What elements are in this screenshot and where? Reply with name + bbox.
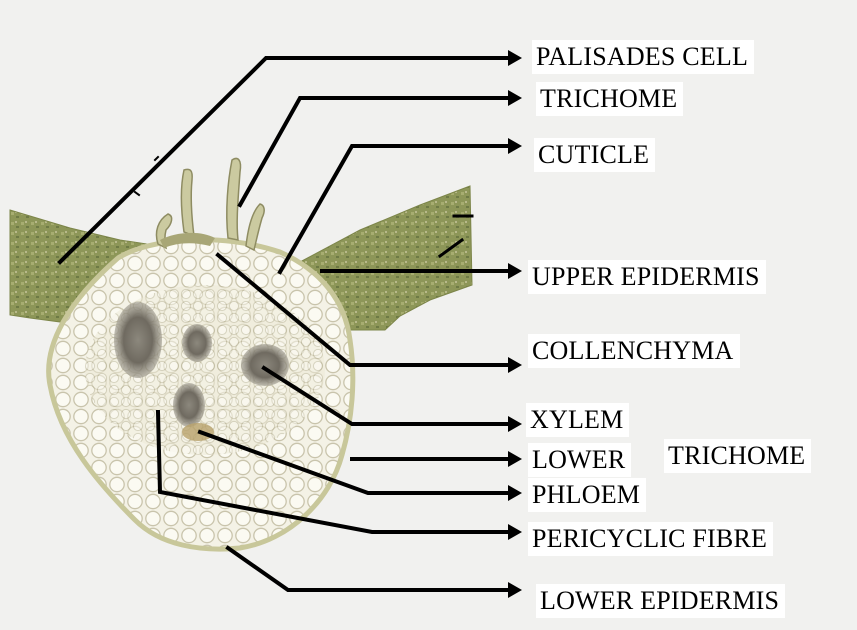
arrowhead (508, 357, 522, 373)
arrowhead (508, 485, 522, 501)
arrowhead (508, 416, 522, 432)
trichome-pointer (240, 98, 512, 205)
label-cuticle: CUTICLE (534, 138, 655, 172)
arrowhead (508, 263, 522, 279)
vascular-bundle (173, 383, 205, 427)
arrowhead (508, 50, 522, 66)
arrowhead (508, 582, 522, 598)
arrowhead (508, 524, 522, 540)
arrowhead (508, 138, 522, 154)
label-xylem: XYLEM (526, 403, 629, 437)
tick-mark (135, 192, 139, 195)
label-pericyclic-fibre: PERICYCLIC FIBRE (528, 522, 773, 556)
label-lower-trichome: TRICHOME (664, 439, 811, 473)
vascular-bundle (182, 324, 212, 362)
label-lower: LOWER (528, 443, 631, 477)
trichome (227, 159, 241, 241)
label-upper-epidermis: UPPER EPIDERMIS (528, 260, 766, 294)
trichome (246, 204, 264, 250)
label-palisades-cell: PALISADES CELL (532, 40, 754, 74)
label-lower-epidermis: LOWER EPIDERMIS (536, 584, 785, 618)
arrowhead (508, 90, 522, 106)
label-collenchyma: COLLENCHYMA (528, 334, 740, 368)
lower-epidermis-pointer (228, 548, 512, 590)
arrowhead (508, 451, 522, 467)
vascular-bundle (114, 302, 162, 378)
label-phloem: PHLOEM (528, 478, 646, 512)
arrowheads (508, 50, 522, 598)
trichome (181, 169, 194, 236)
label-trichome: TRICHOME (536, 82, 683, 116)
tick-mark (155, 157, 158, 160)
